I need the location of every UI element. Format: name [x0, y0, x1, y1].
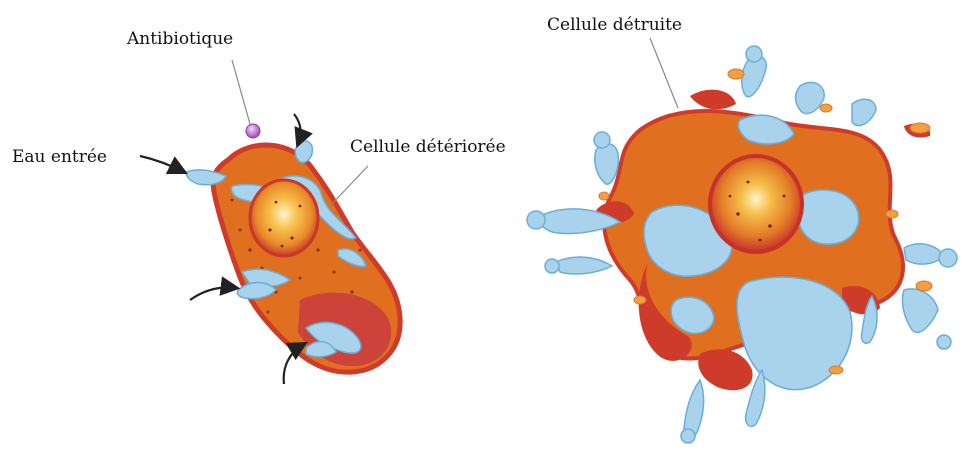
arrow-water-top — [294, 114, 301, 144]
label-destroyed-cell: Cellule détruite — [547, 15, 682, 35]
label-water-entry: Eau entrée — [12, 147, 107, 167]
antibiotic-particle — [246, 124, 260, 138]
damaged-cell-nucleus — [250, 180, 318, 256]
label-antibiotic: Antibiotique — [126, 29, 233, 49]
leader-destroyed-cell — [650, 38, 678, 108]
label-damaged-cell: Cellule détériorée — [350, 137, 506, 157]
destroyed-cell-nucleus — [710, 156, 802, 252]
leader-antibiotic — [232, 60, 250, 124]
arrow-water-mid — [190, 288, 236, 301]
destroyed-cell — [527, 38, 957, 443]
damaged-cell — [140, 60, 400, 384]
arrow-water-left — [140, 156, 184, 172]
leader-damaged-cell — [330, 166, 368, 206]
